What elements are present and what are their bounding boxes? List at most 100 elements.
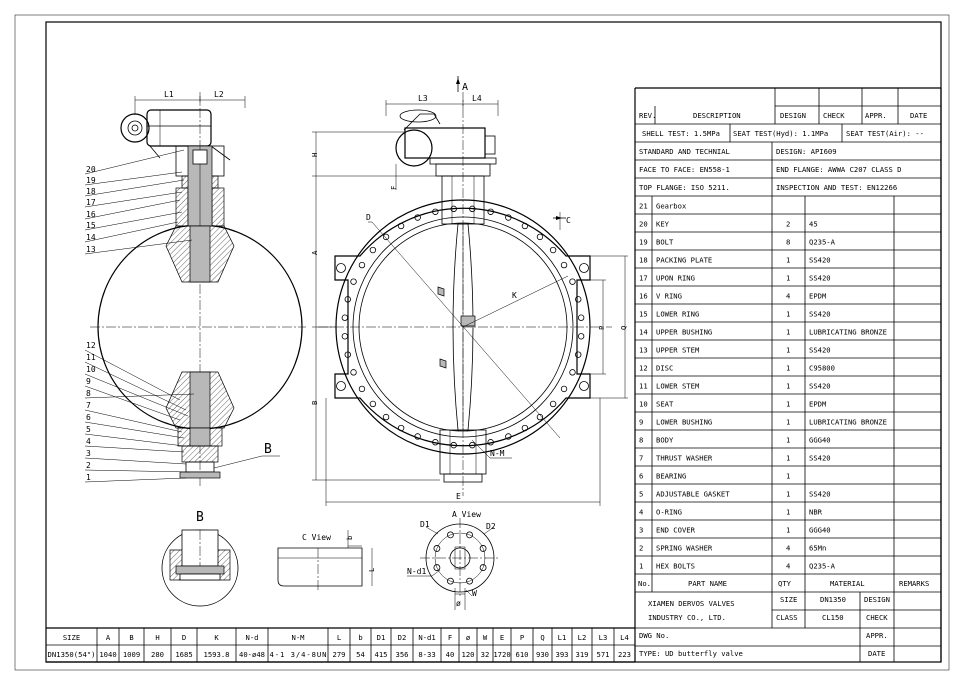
bolt-hole	[536, 233, 544, 241]
balloon-19: 19	[86, 176, 96, 185]
dim-header: F	[448, 633, 452, 642]
bolt-hole	[358, 261, 366, 269]
bom-item-qty: 1	[786, 400, 790, 409]
title-check: CHECK	[866, 613, 888, 622]
c-view-title: C View	[302, 533, 331, 542]
flange-bolt-holes	[341, 205, 585, 449]
dim-header: H	[155, 633, 159, 642]
bom-item-qty: 1	[786, 346, 790, 355]
dim-value: 1040	[99, 650, 116, 659]
bolt-hole	[450, 205, 457, 213]
bom-item-qty: 1	[786, 310, 790, 319]
bolt-hole	[397, 424, 405, 432]
bolt-hole	[521, 424, 529, 432]
dim-value: 1685	[175, 650, 192, 659]
bom-item-no: 16	[639, 292, 648, 301]
balloon-7: 7	[86, 401, 91, 410]
bolt-hole	[341, 314, 349, 321]
bolt-hole	[487, 208, 494, 215]
front-l3-label: L3	[418, 94, 428, 103]
dim-value: 1720	[493, 650, 510, 659]
bom-item-material: SS420	[809, 382, 831, 391]
dim-value: 930	[536, 650, 549, 659]
bom-item-name: KEY	[656, 220, 670, 229]
bom-item-qty: 1	[786, 508, 790, 517]
bom-item-name: HEX BOLTS	[656, 562, 695, 571]
bom-item-material: SS420	[809, 454, 831, 463]
bom-item-no: 7	[639, 454, 643, 463]
bom-item-no: 10	[639, 400, 648, 409]
bolt-hole	[369, 246, 377, 254]
bom-item-name: DISC	[656, 364, 673, 373]
bom-item-material: SS420	[809, 346, 831, 355]
bom-item-name: THRUST WASHER	[656, 454, 713, 463]
bom-item-material: GGG40	[809, 526, 831, 535]
balloon-15: 15	[86, 221, 96, 230]
dim-value: 356	[396, 650, 409, 659]
dim-value: 279	[333, 650, 346, 659]
front-h-label: H	[310, 153, 319, 157]
bom-item-qty: 1	[786, 526, 790, 535]
balloon-10: 10	[86, 365, 96, 374]
date-header: DATE	[910, 111, 927, 120]
bolt-hole	[575, 351, 582, 358]
dim-header: Q	[540, 633, 544, 642]
bom-item-name: LOWER STEM	[656, 382, 700, 391]
title-type: TYPE: UD butterfly valve	[639, 649, 743, 658]
c-view: C View b L	[277, 530, 376, 590]
balloon-18: 18	[86, 187, 96, 196]
a-view-phi-label: ø	[456, 599, 461, 608]
bom-item-name: SPRING WASHER	[656, 544, 713, 553]
bolt-hole	[382, 233, 390, 241]
bom-item-name: UPPER BUSHING	[656, 328, 712, 337]
front-k-label: K	[512, 291, 517, 300]
front-q-label: Q	[619, 326, 628, 330]
bolt-hole	[469, 441, 476, 449]
bom-item-name: LOWER RING	[656, 310, 699, 319]
bom-item-name: BEARING	[656, 472, 686, 481]
bolt-hole	[549, 246, 557, 254]
dim-header: B	[129, 633, 133, 642]
bom-qty-header: QTY	[778, 579, 792, 588]
balloon-4: 4	[86, 437, 91, 446]
bolt-hole	[487, 439, 494, 446]
bolt-hole	[521, 222, 529, 230]
detail-b-title: B	[196, 510, 204, 525]
company-line-1: XIAMEN DERVOS VALVES	[648, 599, 735, 608]
balloon-3: 3	[86, 449, 91, 458]
dim-header: L2	[578, 633, 587, 642]
bom-item-material: LUBRICATING BRONZE	[809, 418, 887, 427]
bom-name-header: PART NAME	[688, 579, 727, 588]
view-b-reference: B	[264, 442, 272, 457]
bom-item-name: V RING	[656, 292, 682, 301]
size-value: DN1350	[820, 595, 846, 604]
dim-header: L4	[620, 633, 629, 642]
a-view-w-label: W	[472, 589, 477, 598]
bom-item-name: BOLT	[656, 238, 674, 247]
bom-item-no: 12	[639, 364, 648, 373]
bom-item-no: 5	[639, 490, 643, 499]
bom-item-qty: 1	[786, 418, 790, 427]
bom-item-name: BODY	[656, 436, 674, 445]
bolt-hole	[569, 278, 576, 285]
bolt-hole	[414, 214, 421, 221]
dim-value: 4-1 3/4-8UN	[270, 650, 327, 659]
bom-item-qty: 8	[786, 238, 790, 247]
bolt-hole	[414, 433, 421, 440]
bom-item-material: 45	[809, 220, 818, 229]
dim-value: 280	[151, 650, 164, 659]
dim-header: N-M	[292, 633, 306, 642]
standard-label: STANDARD AND TECHNIAL	[639, 147, 730, 156]
bom-item-material: GGG40	[809, 436, 831, 445]
bom-no-header: No.	[638, 579, 651, 588]
description-header: DESCRIPTION	[693, 111, 741, 120]
a-view-nd1-label: N-d1	[407, 567, 426, 576]
bom-item-qty: 1	[786, 472, 790, 481]
dim-header: K	[214, 633, 219, 642]
title-appr: APPR.	[866, 631, 888, 640]
dim-value: 40	[446, 650, 455, 659]
design-standard: DESIGN: API609	[776, 147, 837, 156]
bom-item-name: SEAT	[656, 400, 674, 409]
title-design: DESIGN	[864, 595, 890, 604]
